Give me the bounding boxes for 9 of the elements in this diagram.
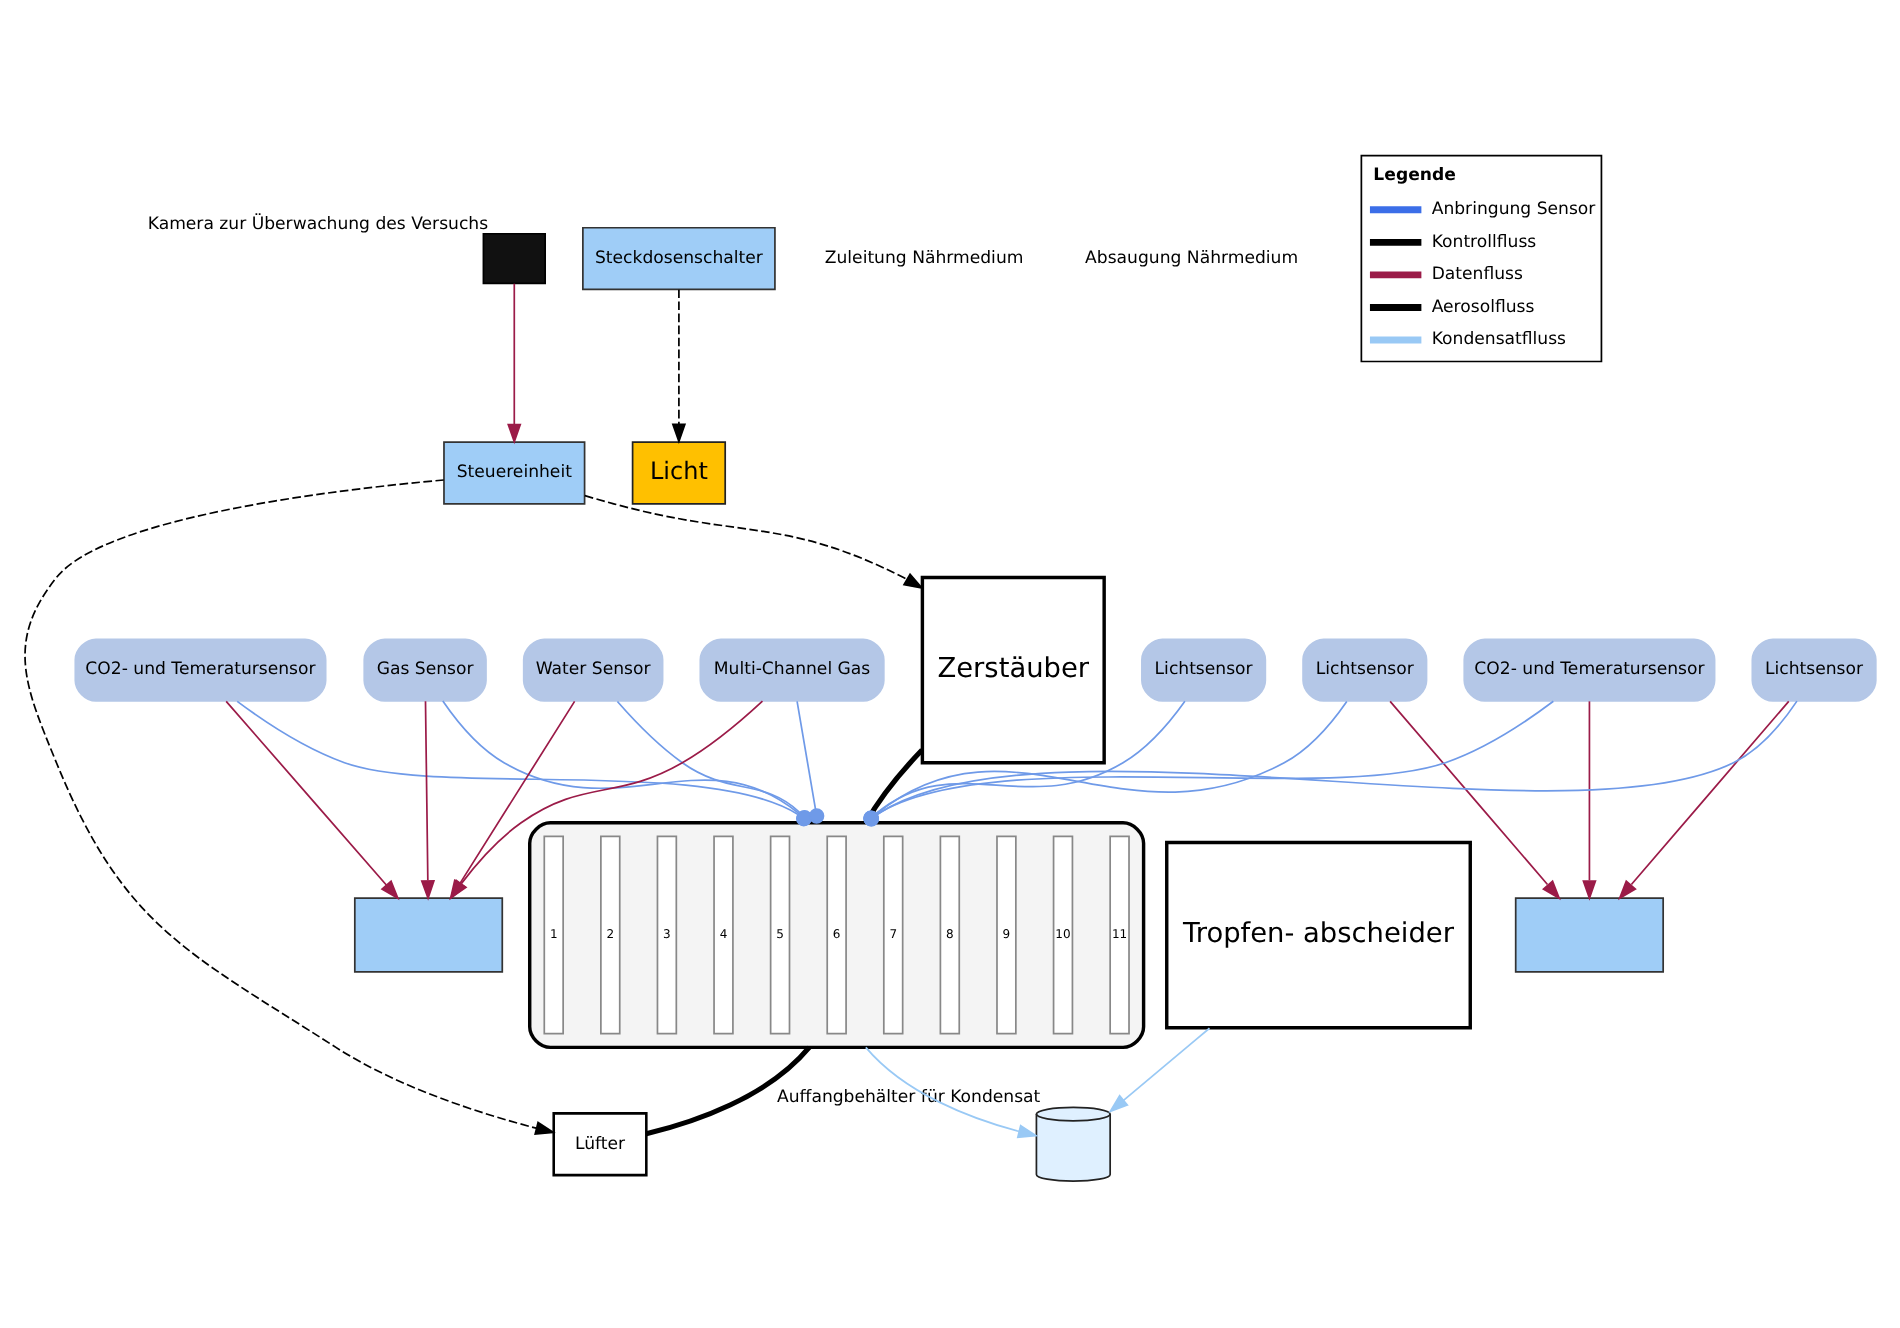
node-label: Kamera zur Überwachung des Versuchs (147, 213, 489, 234)
legend-label: Anbringung Sensor (1431, 199, 1596, 220)
label: Zuleitung Nährmedium (824, 247, 1024, 268)
legend-label: Datenfluss (1431, 264, 1523, 285)
label: Absaugung Nährmedium (1085, 247, 1299, 268)
legend-label: Kontrollfluss (1431, 231, 1537, 252)
label: Legende (1373, 164, 1456, 185)
legend-label: Aerosolfluss (1431, 296, 1535, 317)
legend-label: Kondensatflluss (1431, 329, 1567, 350)
